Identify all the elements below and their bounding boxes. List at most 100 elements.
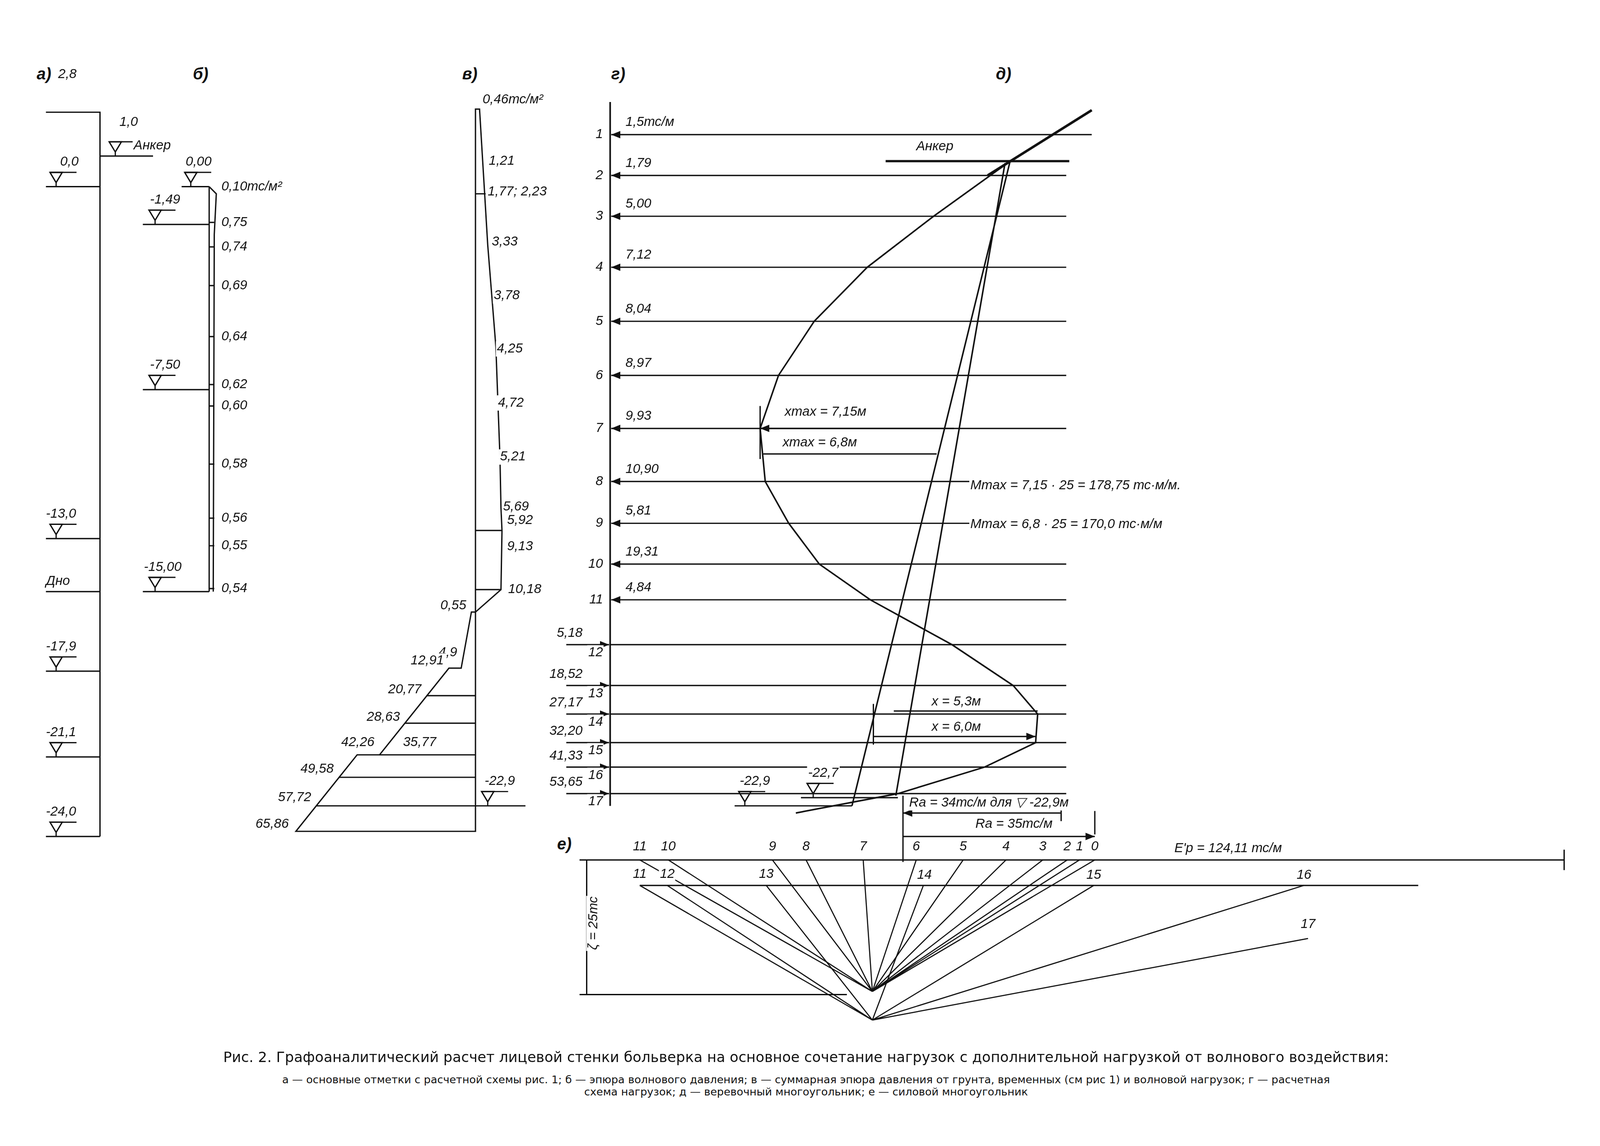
drawing-label: -22,7 bbox=[807, 765, 840, 782]
drawing-label: 1 bbox=[1074, 839, 1085, 855]
drawing-label: 5,21 bbox=[498, 449, 527, 466]
drawing-label: 32,20 bbox=[548, 724, 584, 740]
drawing-label: x = 6,0м bbox=[930, 720, 982, 736]
drawing-label: -22,9 bbox=[738, 773, 772, 790]
drawing-label: 27,17 bbox=[548, 695, 584, 711]
drawing-label: 0,64 bbox=[220, 329, 249, 345]
drawing-label: 0,60 bbox=[220, 398, 249, 414]
drawing-label: Ra = 34тс/м для ▽ -22,9м bbox=[907, 795, 1070, 811]
drawing-label: 0,10тс/м² bbox=[220, 179, 284, 195]
drawing-label: 7,12 bbox=[624, 247, 653, 263]
drawing-label: 9,13 bbox=[506, 539, 535, 555]
drawing-label: 1,5тс/м bbox=[624, 114, 676, 131]
drawing-label: 0,55 bbox=[439, 598, 468, 614]
drawing-label: 18,52 bbox=[548, 666, 584, 683]
drawing-label: 14 bbox=[916, 867, 933, 884]
drawing-label: 0,75 bbox=[220, 214, 249, 231]
drawing-label: 15 bbox=[587, 743, 605, 759]
figure-caption: Рис. 2. Графоаналитический расчет лицево… bbox=[223, 1048, 1389, 1066]
drawing-label: 53,65 bbox=[548, 775, 584, 791]
drawing-label: 0,0 bbox=[59, 154, 80, 170]
drawing-label: -21,1 bbox=[44, 725, 78, 741]
drawing-label: 49,58 bbox=[299, 761, 335, 777]
drawing-label: 3 bbox=[594, 208, 605, 224]
caption-legend: а — основные отметки с расчетной схемы р… bbox=[264, 1073, 1348, 1098]
drawing-label: Анкер bbox=[132, 138, 173, 154]
drawing-label: 2 bbox=[1062, 839, 1073, 855]
panel-letter: в) bbox=[461, 65, 479, 84]
drawing-label: 10,90 bbox=[624, 461, 660, 478]
drawing-label: 7 bbox=[594, 420, 605, 437]
drawing-label: 11 bbox=[632, 839, 648, 855]
drawing-label: 17 bbox=[587, 794, 605, 810]
drawing-label: E'p = 124,11 тс/м bbox=[1173, 841, 1284, 857]
drawing-label: 1,21 bbox=[487, 153, 516, 169]
panel-letter: б) bbox=[191, 65, 210, 84]
drawing-label: 1,79 bbox=[624, 155, 653, 172]
drawing-label: 13 bbox=[587, 686, 605, 702]
drawing-label: 6 bbox=[911, 839, 921, 855]
drawing-label: 35,77 bbox=[401, 734, 438, 751]
panel-letter: а) bbox=[35, 65, 53, 84]
drawing-label: 4,72 bbox=[497, 395, 526, 411]
drawing-label: 0,69 bbox=[220, 278, 249, 294]
drawing-label: 4 bbox=[594, 259, 605, 275]
drawing-label: 11 bbox=[632, 866, 648, 883]
drawing-label: 2 bbox=[594, 167, 605, 184]
drawing-label: 3,78 bbox=[493, 288, 521, 304]
drawing-label: Анкер bbox=[915, 139, 955, 155]
drawing-label: 41,33 bbox=[548, 748, 584, 764]
drawing-label: 28,63 bbox=[365, 709, 401, 726]
drawing-label: 8,04 bbox=[624, 301, 653, 317]
drawing-label: 8 bbox=[801, 839, 811, 855]
drawing-label: 9,93 bbox=[624, 408, 653, 424]
drawing-label: 8,97 bbox=[624, 355, 653, 372]
drawing-label: -22,9 bbox=[483, 773, 517, 790]
drawing-label: -15,00 bbox=[142, 559, 183, 576]
drawing-label: 0,55 bbox=[220, 538, 249, 554]
drawing-label: 0,58 bbox=[220, 456, 249, 472]
drawing-label: 16 bbox=[1295, 867, 1313, 884]
drawing-label: -24,0 bbox=[44, 804, 78, 820]
drawing-label: -1,49 bbox=[148, 192, 182, 208]
drawing-label: 17 bbox=[1299, 916, 1317, 933]
drawing-label: 0,54 bbox=[220, 581, 249, 597]
drawing-label: 7 bbox=[858, 839, 869, 855]
drawing-label: xmax = 7,15м bbox=[783, 404, 868, 420]
drawing-label: Ra = 35тс/м bbox=[974, 816, 1054, 833]
drawing-label: 16 bbox=[587, 767, 605, 784]
drawing-label: -17,9 bbox=[44, 639, 78, 655]
drawing-label: 9 bbox=[767, 839, 777, 855]
drawing-label: 5 bbox=[958, 839, 968, 855]
drawing-label: 15 bbox=[1085, 867, 1103, 884]
drawing-label: Mmax = 6,8 · 25 = 170,0 тс·м/м bbox=[969, 516, 1164, 533]
drawing-label: 19,31 bbox=[624, 544, 660, 560]
drawing-label: 65,86 bbox=[254, 816, 290, 833]
drawing-label: 1,0 bbox=[118, 114, 139, 131]
drawing-label: 3,33 bbox=[490, 234, 519, 250]
drawing-label: 2,8 bbox=[57, 66, 78, 83]
drawing-label: -13,0 bbox=[44, 506, 78, 522]
drawing-label: 0,00 bbox=[184, 154, 213, 170]
drawing-label: xmax = 6,8м bbox=[781, 435, 858, 451]
drawing-label: -7,50 bbox=[148, 357, 182, 373]
panel-letter: д) bbox=[995, 65, 1013, 84]
drawing-label: 8 bbox=[594, 474, 605, 490]
drawing-label: 42,26 bbox=[340, 734, 376, 751]
drawing-label: 0,62 bbox=[220, 376, 249, 393]
drawing-label: 10,18 bbox=[506, 581, 543, 598]
drawing-label: 0,46тс/м² bbox=[481, 92, 545, 108]
drawing-label: 20,77 bbox=[387, 682, 423, 698]
drawing-label: 12,91 bbox=[409, 653, 445, 670]
drawing-label: 6 bbox=[594, 367, 605, 384]
drawing-label: 5,18 bbox=[555, 626, 584, 642]
drawing-label: 12 bbox=[587, 645, 605, 661]
drawing-label: 4 bbox=[1001, 839, 1011, 855]
drawing-label: 4,25 bbox=[495, 341, 524, 357]
drawing-label: 14 bbox=[587, 714, 605, 731]
drawing-label: Mmax = 7,15 · 25 = 178,75 тс·м/м. bbox=[969, 478, 1182, 494]
panel-letter: е) bbox=[556, 835, 573, 855]
